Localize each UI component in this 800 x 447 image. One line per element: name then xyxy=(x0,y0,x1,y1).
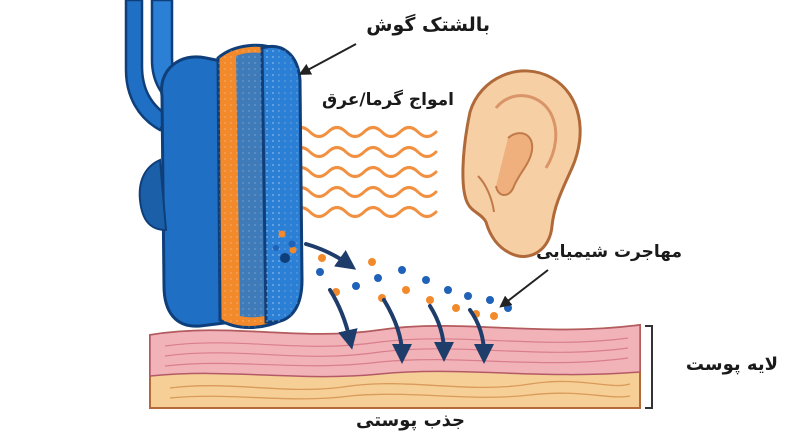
label-skin-absorption: جذب پوستی xyxy=(356,410,466,431)
skin-layer xyxy=(149,323,641,409)
migration-arrows xyxy=(304,242,494,364)
skin-layer-bracket xyxy=(645,325,653,409)
label-chemical-migration: مهاجرت شیمیایی xyxy=(536,242,682,262)
ear-icon xyxy=(461,69,582,258)
label-heat-sweat-waves: امواج گرما/عرق xyxy=(322,90,454,110)
label-ear-cushion: بالشتک گوش xyxy=(366,14,490,36)
heat-waves xyxy=(290,126,438,218)
label-pointers xyxy=(298,43,549,308)
label-skin-layer: لایه پوست xyxy=(685,354,778,375)
headphone-icon xyxy=(124,0,304,329)
